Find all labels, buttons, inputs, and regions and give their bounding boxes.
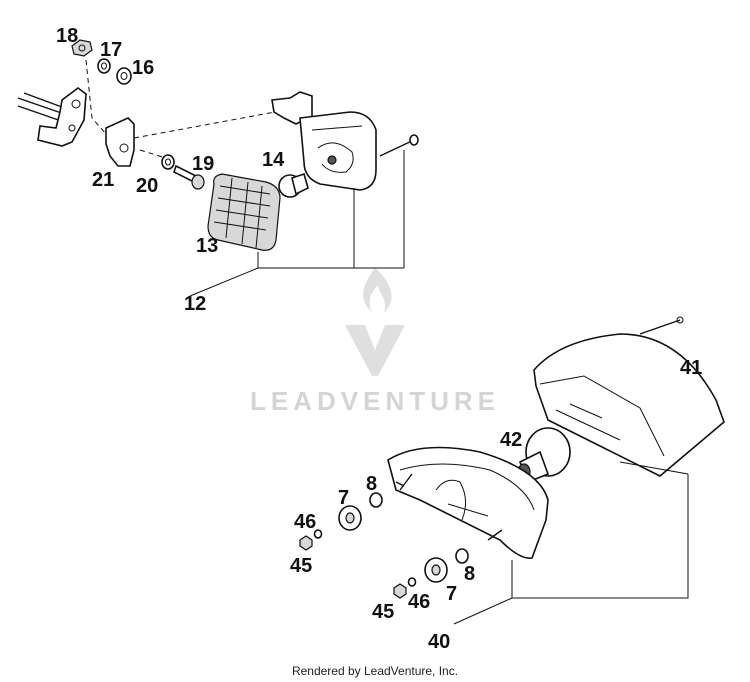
callout-17: 17: [100, 39, 122, 61]
part-7-grommet: [338, 505, 362, 531]
part-45-nut: [299, 535, 313, 551]
callout-16: 16: [132, 57, 154, 79]
guide-line: [133, 109, 287, 139]
callout-20: 20: [136, 175, 158, 197]
callout-21: 21: [92, 169, 114, 191]
part-7-grommet: [424, 557, 448, 583]
callout-8: 8: [464, 563, 475, 585]
callout-7: 7: [338, 487, 349, 509]
leader-line: [619, 461, 689, 475]
callout-12: 12: [184, 293, 206, 315]
callout-42: 42: [500, 429, 522, 451]
footer-credit: Rendered by LeadVenture, Inc.: [291, 664, 459, 678]
watermark-v-icon: [345, 325, 405, 376]
part-17-lockwasher: [97, 58, 111, 74]
callout-41: 41: [680, 357, 702, 379]
turn-signal-screw: [379, 134, 419, 157]
watermark-text: LEADVENTURE: [250, 386, 500, 416]
callout-46: 46: [408, 591, 430, 613]
callout-18: 18: [56, 25, 78, 47]
leadventure-watermark: LEADVENTURE: [250, 268, 500, 416]
part-21-plate: [105, 117, 135, 167]
callout-19: 19: [192, 153, 214, 175]
part-46-washer: [313, 529, 323, 539]
guide-line: [85, 59, 107, 135]
callout-7: 7: [446, 583, 457, 605]
callout-45: 45: [372, 601, 394, 623]
leader-line: [453, 474, 689, 625]
part-14-bulb: [278, 172, 309, 198]
part-13-lens: [207, 173, 281, 251]
callout-13: 13: [196, 235, 218, 257]
part-8-spacer: [369, 492, 383, 508]
part-19-bolt: [173, 164, 205, 190]
callout-46: 46: [294, 511, 316, 533]
turn-signal-bracket: [17, 87, 87, 147]
callout-45: 45: [290, 555, 312, 577]
part-8-spacer: [455, 548, 469, 564]
watermark-flame-icon: [363, 268, 392, 312]
part-46-washer: [407, 577, 417, 587]
callout-14: 14: [262, 149, 285, 171]
part-41-lens: [533, 316, 725, 477]
callout-8: 8: [366, 473, 377, 495]
callout-40: 40: [428, 631, 450, 653]
part-16-washer: [116, 67, 132, 85]
tail-light-base: [387, 446, 549, 559]
part-20-washer: [161, 154, 175, 170]
turn-signal-housing: [271, 91, 377, 191]
part-18-nut: [71, 39, 93, 57]
part-45-nut: [393, 583, 407, 599]
